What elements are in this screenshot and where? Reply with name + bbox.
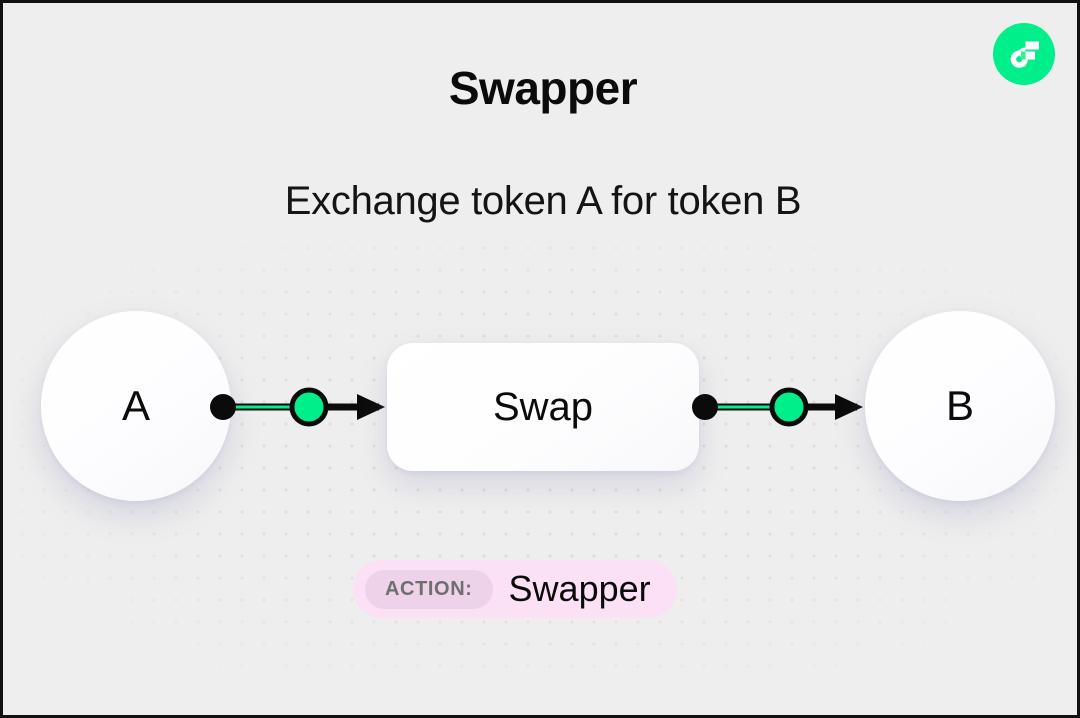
token-node-b-label: B bbox=[945, 382, 974, 429]
token-node-a-label: A bbox=[121, 382, 150, 429]
action-badge-value: Swapper bbox=[508, 568, 651, 609]
flow-logo-icon bbox=[993, 23, 1055, 85]
process-node-swap-label: Swap bbox=[492, 384, 594, 429]
action-badge: ACTION: Swapper bbox=[353, 560, 677, 618]
arrow-connector-swap-to-b bbox=[692, 387, 863, 427]
page-subtitle: Exchange token A for token B bbox=[284, 179, 802, 223]
action-badge-tag: ACTION: bbox=[365, 569, 493, 609]
page-title: Swapper bbox=[448, 62, 638, 114]
token-node-b[interactable]: B bbox=[865, 311, 1055, 501]
token-node-a[interactable]: A bbox=[41, 311, 231, 501]
process-node-swap[interactable]: Swap bbox=[387, 343, 699, 471]
arrow-connector-a-to-swap bbox=[210, 387, 385, 427]
